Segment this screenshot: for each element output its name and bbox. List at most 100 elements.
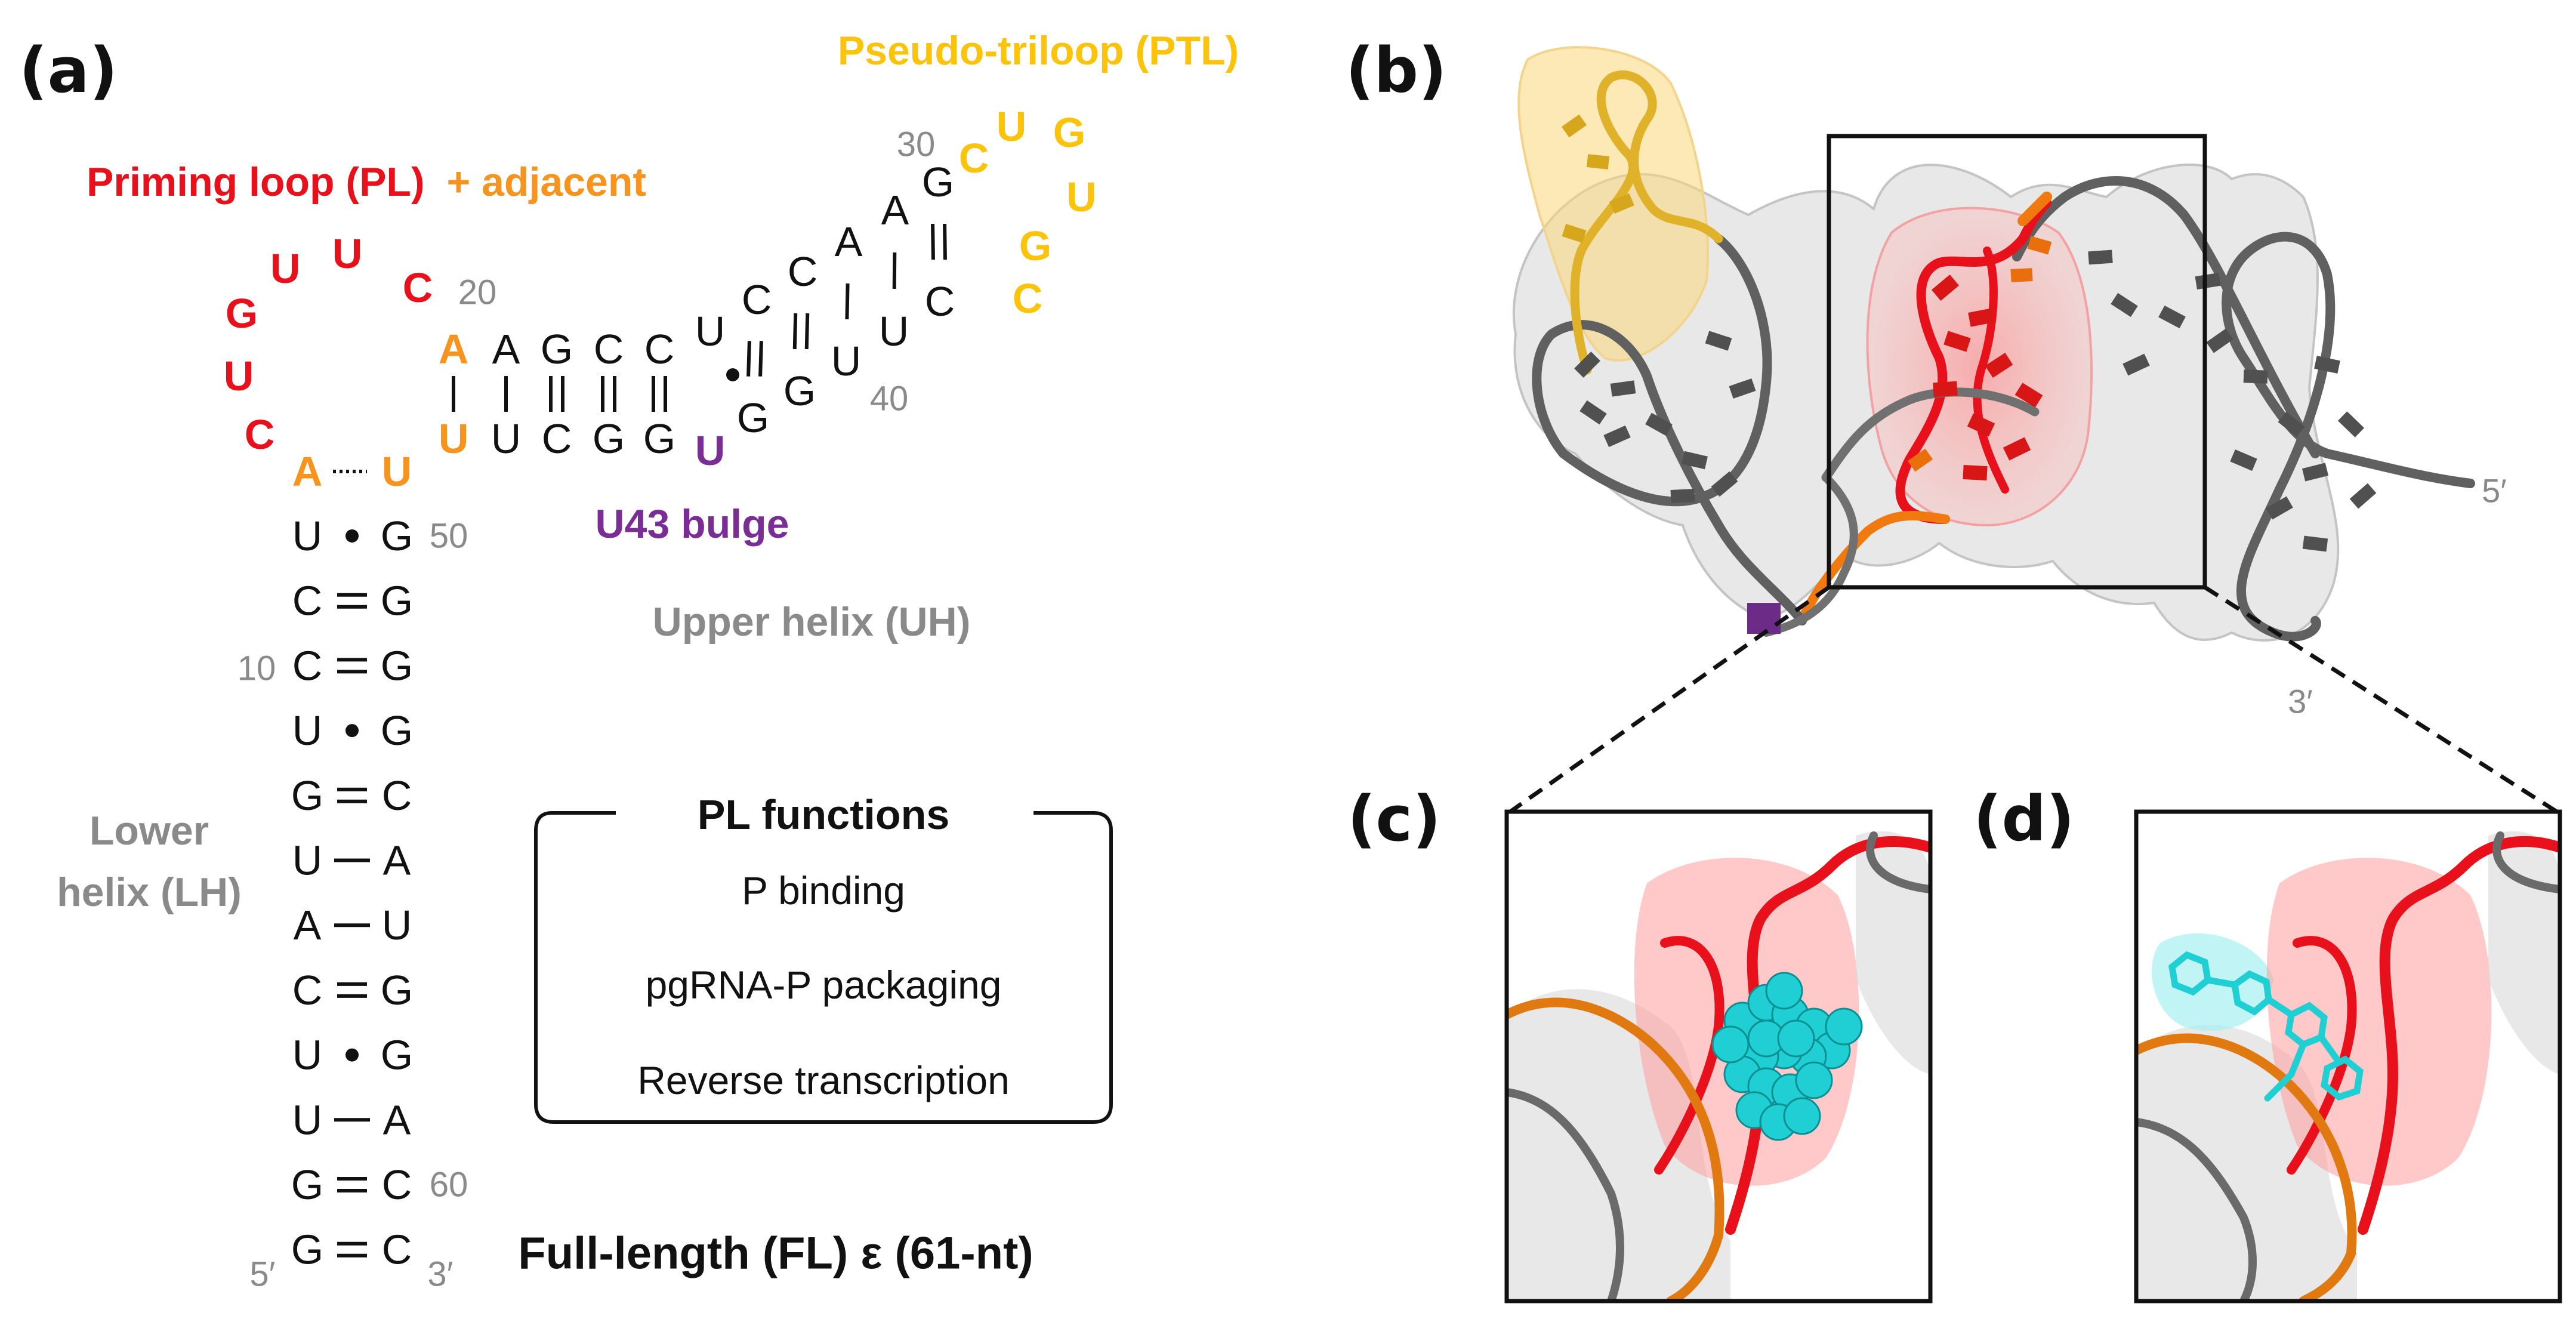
nucleotide: G	[291, 772, 323, 819]
priming-loop-nucleotide: C	[245, 411, 275, 458]
full-length-label: Full-length (FL) ε (61-nt)	[518, 1228, 1033, 1279]
base-slab	[2158, 305, 2186, 329]
ptl-base-slab	[1586, 154, 1610, 170]
ptl-nucleotide: U	[997, 103, 1027, 150]
panel-a-label: (a)	[19, 34, 118, 107]
nucleotide: C	[292, 642, 323, 689]
upper-helix-nucleotide: A	[492, 326, 520, 372]
backbone-left-arm	[1532, 234, 1807, 625]
adjacent-base-slab	[2027, 236, 2052, 255]
base-slab	[1670, 488, 1695, 504]
ptl-base-slab	[1609, 193, 1634, 214]
wobble-pair-dot	[726, 368, 739, 381]
backbone-c-orange	[1507, 997, 1724, 1301]
wobble-pair-dot	[345, 529, 359, 543]
base-slab	[2337, 411, 2365, 437]
pl-label: Priming loop (PL) + adjacent	[87, 159, 646, 205]
panel-d-frame	[2134, 809, 2562, 1303]
ptl-nucleotide: C	[959, 135, 989, 181]
upper-helix-nucleotide: C	[594, 326, 624, 372]
backbone-d-red2	[2287, 936, 2357, 1175]
nucleotide: U	[292, 513, 323, 559]
five-prime-end: 5′	[249, 1255, 275, 1294]
surface-d-right	[2488, 831, 2560, 1074]
nucleotide: A	[292, 448, 323, 495]
nucleotide: C	[382, 1161, 412, 1208]
three-prime-label-b: 3′	[2288, 683, 2313, 720]
backbone-priming-loop-strand	[1973, 246, 2009, 494]
ptl-base-slab	[1562, 223, 1587, 244]
upper-helix-nucleotide: C	[742, 276, 772, 323]
pl-base-slab	[1943, 331, 1971, 352]
nt-number-30: 30	[897, 125, 936, 164]
priming-loop-nucleotide: U	[270, 245, 301, 292]
backbone-ptl	[1570, 70, 1723, 375]
upper-helix-nucleotide: U	[831, 338, 862, 384]
panel-b-label: (b)	[1346, 34, 1447, 107]
nucleotide: G	[381, 513, 413, 559]
pl-base-slab	[1931, 274, 1960, 301]
base-slab	[2314, 356, 2340, 374]
ligand-spacefill	[1711, 972, 1863, 1141]
pl-function-item: pgRNA-P packaging	[646, 963, 1002, 1007]
panel-d-label: (d)	[1973, 782, 2075, 855]
backbone-middle	[1821, 387, 2040, 482]
ligand-atom	[1765, 972, 1803, 1010]
ptl-nucleotide: G	[1019, 223, 1051, 269]
priming-loop-nucleotide: G	[226, 290, 258, 337]
backbone-c-red2	[1654, 936, 1724, 1175]
upper-helix-nucleotide: A	[835, 218, 863, 265]
priming-loop-nucleotide: U	[224, 353, 254, 399]
base-pair-bonds	[334, 223, 947, 1258]
upper-helix-nucleotide: C	[925, 278, 955, 325]
nucleotide: C	[292, 967, 323, 1013]
nucleotide: A	[294, 902, 322, 948]
ligand-atom	[1711, 1025, 1750, 1064]
nucleotide: G	[381, 642, 413, 689]
lower-helix-label-line1: Lower	[90, 808, 209, 853]
u43-bulge-residue	[1747, 603, 1781, 634]
nucleotide: U	[292, 707, 323, 754]
base-slab	[2230, 449, 2257, 471]
upper-helix-nucleotide: U	[879, 308, 909, 355]
upper-helix-nucleotide: G	[593, 415, 625, 462]
nucleotide: G	[381, 1032, 413, 1078]
ptl-label: Pseudo-triloop (PTL)	[838, 28, 1239, 73]
zoom-line-left	[1507, 585, 1831, 815]
backbone-d-orange	[2136, 1033, 2357, 1301]
nt-number-40: 40	[870, 380, 909, 418]
ptl-nucleotide: C	[1013, 275, 1043, 322]
three-prime-end: 3′	[427, 1255, 453, 1294]
nt-number-50: 50	[430, 517, 468, 556]
ligand-atom	[1777, 1019, 1815, 1058]
surface-c-right	[1856, 831, 1930, 1074]
ligand-atom	[1795, 1061, 1833, 1099]
base-slab	[1729, 378, 1756, 399]
upper-helix-nucleotide: G	[922, 159, 954, 205]
backbone-upper-arc	[2012, 175, 2320, 458]
pl-base-slab	[2003, 437, 2031, 461]
ptl-nucleotide: U	[1066, 174, 1097, 220]
pl-base-slab	[1963, 464, 1988, 481]
ligand-sticks	[2168, 951, 2364, 1102]
panel-b: (b) 5′ 3′	[1346, 34, 2560, 815]
nucleotide: G	[291, 1226, 323, 1273]
base-slab	[1610, 380, 1636, 397]
backbone-d-gray2	[2492, 831, 2560, 893]
nucleotide: U	[292, 837, 323, 884]
pl-label-adjacent: + adjacent	[447, 159, 647, 205]
backbone-c-red	[1725, 836, 1930, 1235]
base-slab	[1579, 400, 1607, 425]
nucleotide: G	[381, 707, 413, 754]
watson-crick-bond	[746, 341, 751, 377]
panel-d: (d)	[1973, 782, 2562, 1303]
base-slab	[2111, 292, 2138, 318]
nucleotide: U	[292, 1032, 323, 1078]
pl-function-item: P binding	[742, 868, 905, 913]
base-slab	[2278, 411, 2305, 437]
nucleotide: U	[382, 902, 412, 948]
base-slab	[1711, 471, 1738, 497]
nucleotide: C	[382, 1226, 412, 1273]
